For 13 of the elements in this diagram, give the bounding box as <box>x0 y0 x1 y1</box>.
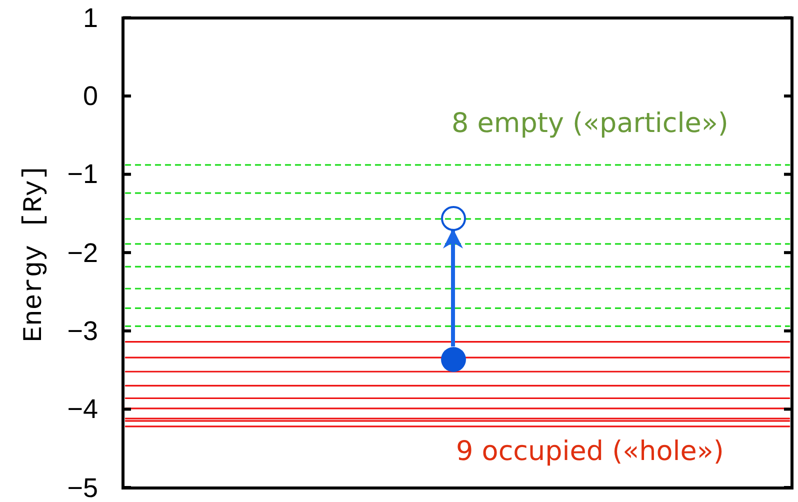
tick-label: −5 <box>66 472 98 502</box>
tick-label: −3 <box>66 316 98 346</box>
arrow <box>443 228 463 346</box>
empty-state-circle <box>440 206 466 230</box>
annotation: 9 occupied («hole») <box>455 436 725 468</box>
occupied-state-dot <box>440 346 466 372</box>
annotation: 8 empty («particle») <box>450 108 730 140</box>
tick-label: 0 <box>82 81 98 111</box>
tick-label: −1 <box>66 159 98 190</box>
tick-label: −2 <box>66 238 98 268</box>
tick-label: 1 <box>82 2 98 33</box>
tick-label: −4 <box>66 394 98 424</box>
axis-title: Energy [Ry] <box>20 164 50 342</box>
